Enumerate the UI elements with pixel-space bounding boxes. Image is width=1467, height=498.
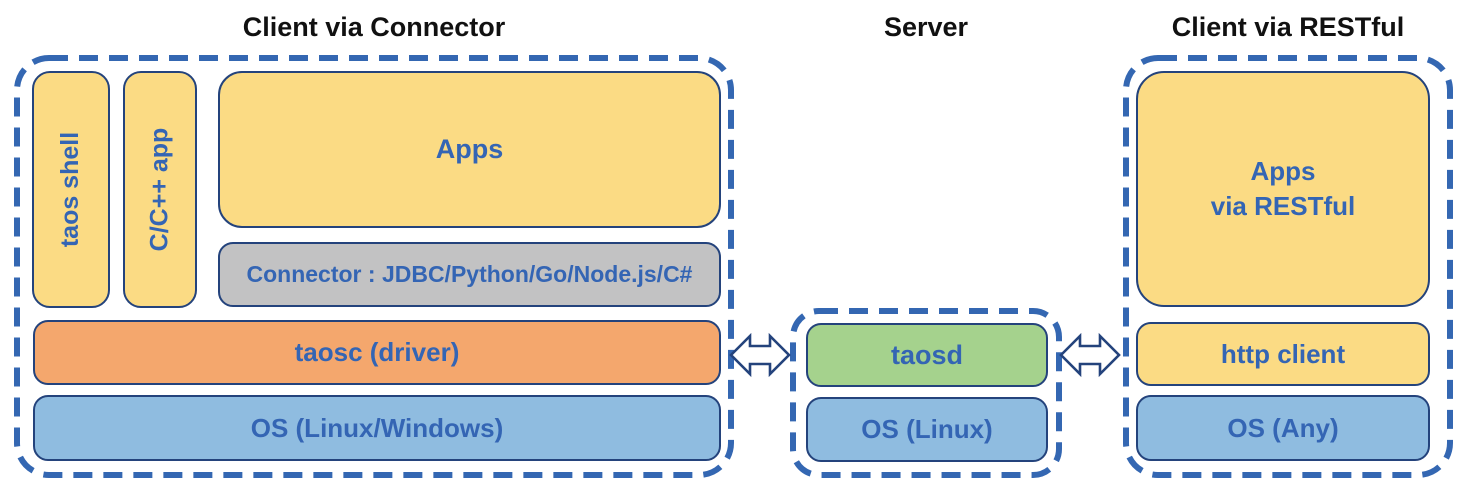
os-linux-label: OS (Linux) — [861, 414, 993, 444]
section-title-client-connector: Client via Connector — [242, 12, 506, 42]
os-linux-box: OS (Linux) — [806, 397, 1048, 462]
os-linux-windows-box: OS (Linux/Windows) — [33, 395, 721, 461]
right-double-arrow-icon — [1059, 332, 1121, 378]
section-title-server: Server — [883, 12, 969, 42]
section-title-client-restful: Client via RESTful — [1171, 12, 1405, 42]
connector-label: Connector : JDBC/Python/Go/Node.js/C# — [246, 261, 693, 287]
os-any-box: OS (Any) — [1136, 395, 1430, 461]
apps-label: Apps — [435, 134, 504, 164]
http-client-box: http client — [1136, 322, 1430, 386]
os-any-label: OS (Any) — [1227, 412, 1339, 443]
taos-shell-box: taos shell — [32, 71, 110, 308]
cpp-app-label: C/C++ app — [145, 127, 174, 252]
cpp-app-box: C/C++ app — [123, 71, 197, 308]
taosd-box: taosd — [806, 323, 1048, 387]
apps-via-restful-label: Apps via RESTful — [1210, 155, 1356, 221]
connector-box: Connector : JDBC/Python/Go/Node.js/C# — [218, 242, 721, 307]
left-double-arrow-icon — [729, 332, 791, 378]
apps-via-restful-box: Apps via RESTful — [1136, 71, 1430, 307]
os-linux-windows-label: OS (Linux/Windows) — [250, 412, 504, 443]
http-client-label: http client — [1220, 338, 1346, 369]
apps-box: Apps — [218, 71, 721, 228]
taos-shell-label: taos shell — [56, 131, 85, 248]
taosc-driver-label: taosc (driver) — [294, 337, 460, 367]
taosd-label: taosd — [890, 339, 963, 370]
taosc-driver-box: taosc (driver) — [33, 320, 721, 385]
